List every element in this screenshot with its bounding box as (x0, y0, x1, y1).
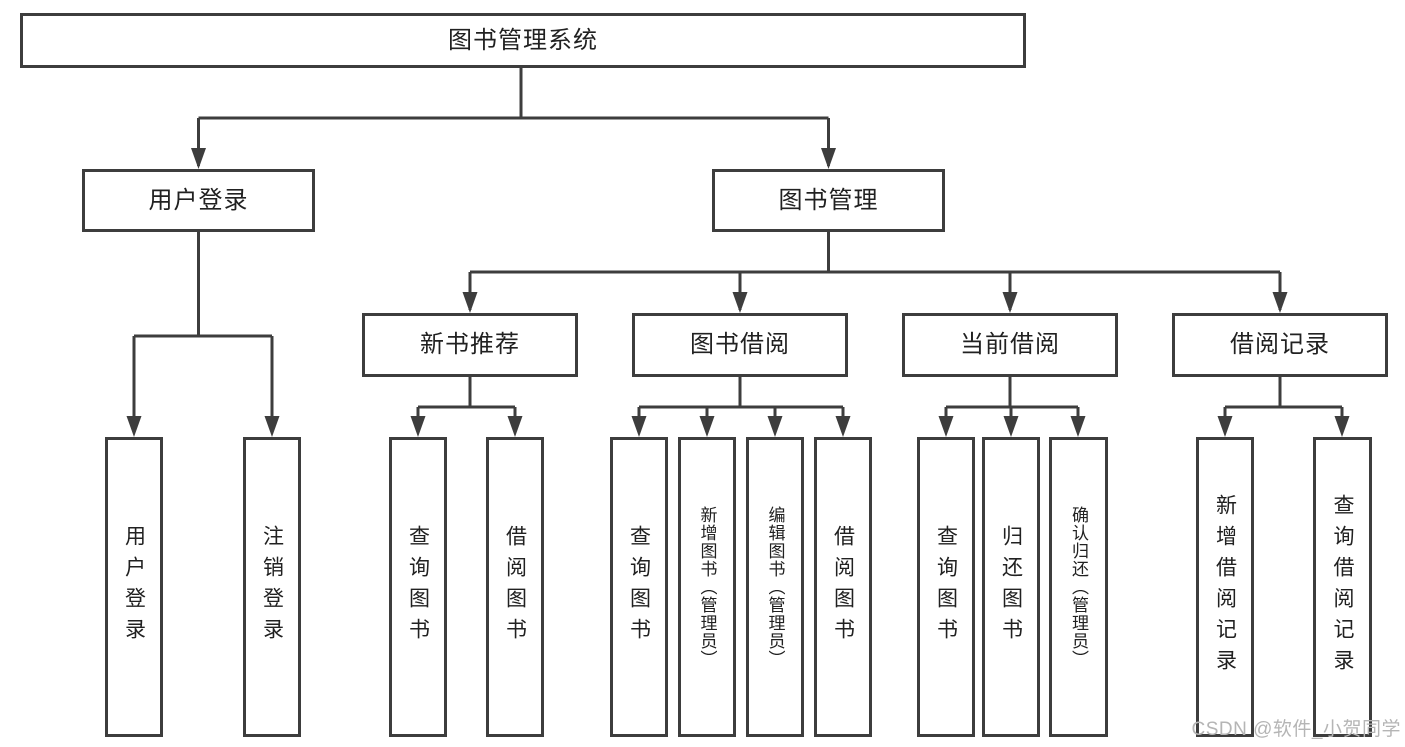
node-label: 新书推荐 (420, 331, 520, 358)
node-label: 查询图书 (627, 525, 651, 649)
node-book-management: 图书管理 (712, 169, 945, 232)
leaf-bb-borrow-books: 借阅图书 (814, 437, 872, 737)
watermark: CSDN @软件_小贺同学 (1191, 719, 1401, 740)
leaf-bb-query-books: 查询图书 (610, 437, 668, 737)
leaf-nbr-query-books: 查询图书 (389, 437, 447, 737)
node-label: 查询图书 (406, 525, 430, 649)
node-label: 归还图书 (999, 525, 1023, 649)
leaf-cb-return-books: 归还图书 (982, 437, 1040, 737)
node-label: 编辑图书（管理员） (765, 506, 785, 668)
leaf-cb-query-books: 查询图书 (917, 437, 975, 737)
node-label: 注销登录 (260, 525, 284, 649)
leaf-nbr-borrow-books: 借阅图书 (486, 437, 544, 737)
node-label: 图书管理系统 (448, 26, 598, 54)
node-label: 新增图书（管理员） (697, 506, 717, 668)
leaf-bb-edit-books-admin: 编辑图书（管理员） (746, 437, 804, 737)
node-label: 用户登录 (148, 186, 249, 214)
node-user-login: 用户登录 (82, 169, 315, 232)
node-label: 借阅图书 (831, 525, 855, 649)
leaf-cb-confirm-return-admin: 确认归还（管理员） (1049, 437, 1108, 737)
node-label: 图书借阅 (690, 331, 790, 358)
node-current-borrowing: 当前借阅 (902, 313, 1118, 377)
node-book-borrowing: 图书借阅 (632, 313, 848, 377)
node-label: 当前借阅 (960, 331, 1060, 358)
node-label: 查询图书 (934, 525, 958, 649)
node-label: 借阅图书 (503, 525, 527, 649)
node-label: 新增借阅记录 (1213, 494, 1237, 680)
leaf-bb-add-books-admin: 新增图书（管理员） (678, 437, 736, 737)
leaf-logout: 注销登录 (243, 437, 301, 737)
node-borrowing-records: 借阅记录 (1172, 313, 1388, 377)
node-library-management-system: 图书管理系统 (20, 13, 1026, 68)
node-label: 图书管理 (778, 186, 879, 214)
leaf-br-query-record: 查询借阅记录 (1313, 437, 1372, 737)
leaf-user-login: 用户登录 (105, 437, 163, 737)
node-label: 借阅记录 (1230, 331, 1330, 358)
node-label: 确认归还（管理员） (1069, 506, 1088, 668)
node-new-book-recommendation: 新书推荐 (362, 313, 578, 377)
node-label: 用户登录 (122, 525, 146, 649)
leaf-br-add-record: 新增借阅记录 (1196, 437, 1254, 737)
node-label: 查询借阅记录 (1331, 494, 1354, 680)
arrowhead-icons (126, 148, 1350, 437)
